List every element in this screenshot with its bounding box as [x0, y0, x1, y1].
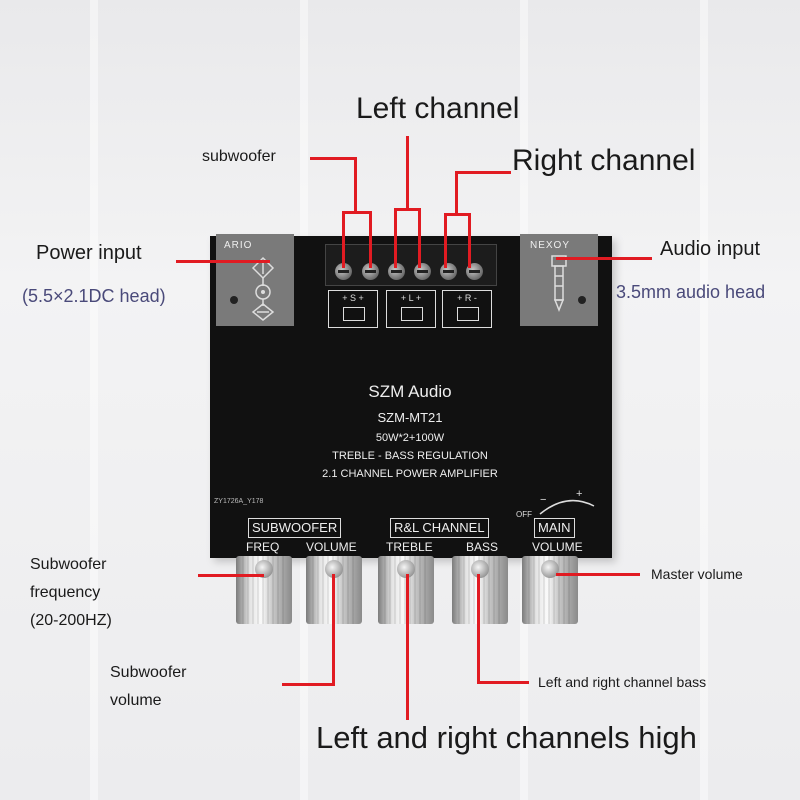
board-serial: ZY1726A_Y178	[214, 498, 264, 505]
callout-line	[418, 208, 421, 268]
callout-line	[394, 208, 397, 268]
label-sub-volume-1: Subwoofer	[110, 664, 187, 681]
callout-line	[332, 574, 335, 686]
terminal-screw	[388, 263, 405, 280]
knob-shaft	[325, 560, 343, 578]
label-sub-frequency-3: (20-200HZ)	[30, 612, 112, 629]
label-master-volume: Master volume	[651, 566, 743, 582]
callout-line	[455, 171, 458, 215]
board-model: SZM-MT21	[377, 410, 443, 425]
callout-line	[556, 573, 640, 576]
callout-line	[444, 213, 470, 216]
dc-polarity-icon	[251, 256, 275, 321]
board-feature: TREBLE - BASS REGULATION	[332, 450, 488, 462]
knob-shaft	[541, 560, 559, 578]
label-right-channel: Right channel	[512, 144, 696, 177]
callout-line	[282, 683, 334, 686]
callout-line	[406, 574, 409, 720]
label-power-input-detail: (5.5×2.1DC head)	[22, 286, 166, 306]
knob-shaft	[397, 560, 415, 578]
label-lr-high: Left and right channels high	[316, 720, 697, 755]
board-brand: SZM Audio	[368, 382, 452, 401]
label-left-channel: Left channel	[356, 92, 520, 125]
speaker-output-left: + L +	[386, 290, 436, 328]
group-subwoofer: SUBWOOFER	[248, 518, 342, 538]
speaker-icon	[401, 307, 423, 321]
group-rl-channel: R&L CHANNEL	[390, 518, 489, 538]
speaker-right-label: + R -	[457, 293, 477, 303]
background-streak	[90, 0, 98, 800]
board-type: 2.1 CHANNEL POWER AMPLIFIER	[322, 468, 498, 480]
minus-label: −	[540, 494, 547, 506]
speaker-sub-label: + S +	[342, 293, 364, 303]
plus-label: +	[576, 488, 583, 500]
label-sub-frequency-1: Subwoofer	[30, 556, 107, 573]
label-sub-frequency-2: frequency	[30, 584, 101, 601]
callout-line	[369, 211, 372, 268]
mount-hole	[230, 296, 238, 304]
board-power: 50W*2+100W	[375, 432, 445, 444]
terminal-screw	[414, 263, 431, 280]
knob-label-treble: TREBLE	[386, 540, 433, 554]
speaker-icon	[343, 307, 365, 321]
callout-line	[354, 157, 357, 213]
callout-line	[556, 257, 652, 260]
callout-line	[342, 211, 345, 268]
label-power-input: Power input	[36, 242, 142, 264]
knob-label-main-volume: VOLUME	[532, 540, 583, 554]
callout-line	[310, 157, 356, 160]
callout-line	[444, 213, 447, 268]
callout-line	[477, 574, 480, 683]
terminal-screw	[335, 263, 352, 280]
group-main: MAIN	[534, 518, 575, 538]
terminal-screw	[362, 263, 379, 280]
right-plate-label: NEXOY	[530, 240, 571, 251]
speaker-output-right: + R -	[442, 290, 492, 328]
mount-hole	[578, 296, 586, 304]
callout-line	[468, 213, 471, 268]
label-audio-input: Audio input	[660, 238, 761, 260]
off-label: OFF	[516, 510, 532, 519]
main-volume-knob[interactable]	[522, 556, 578, 624]
knob-shaft	[471, 560, 489, 578]
volume-arc-icon	[539, 499, 595, 515]
knob-label-freq: FREQ	[246, 540, 280, 554]
speaker-output-sub: + S +	[328, 290, 378, 328]
callout-line	[176, 260, 270, 263]
label-sub-volume-2: volume	[110, 692, 162, 709]
callout-line	[406, 136, 409, 210]
callout-line	[198, 574, 264, 577]
callout-line	[455, 171, 511, 174]
label-audio-input-detail: 3.5mm audio head	[616, 282, 766, 302]
terminal-screw	[440, 263, 457, 280]
knob-label-sub-volume: VOLUME	[306, 540, 357, 554]
left-plate-label: ARIO	[224, 240, 253, 251]
callout-line	[394, 208, 420, 211]
callout-line	[477, 681, 529, 684]
knob-shaft	[255, 560, 273, 578]
label-lr-bass: Left and right channel bass	[538, 674, 707, 690]
knob-label-bass: BASS	[466, 540, 499, 554]
audio-jack-icon	[551, 255, 567, 313]
speaker-icon	[457, 307, 479, 321]
background-streak	[700, 0, 708, 800]
label-subwoofer: subwoofer	[202, 148, 276, 165]
callout-line	[342, 211, 372, 214]
speaker-left-label: + L +	[400, 293, 422, 303]
